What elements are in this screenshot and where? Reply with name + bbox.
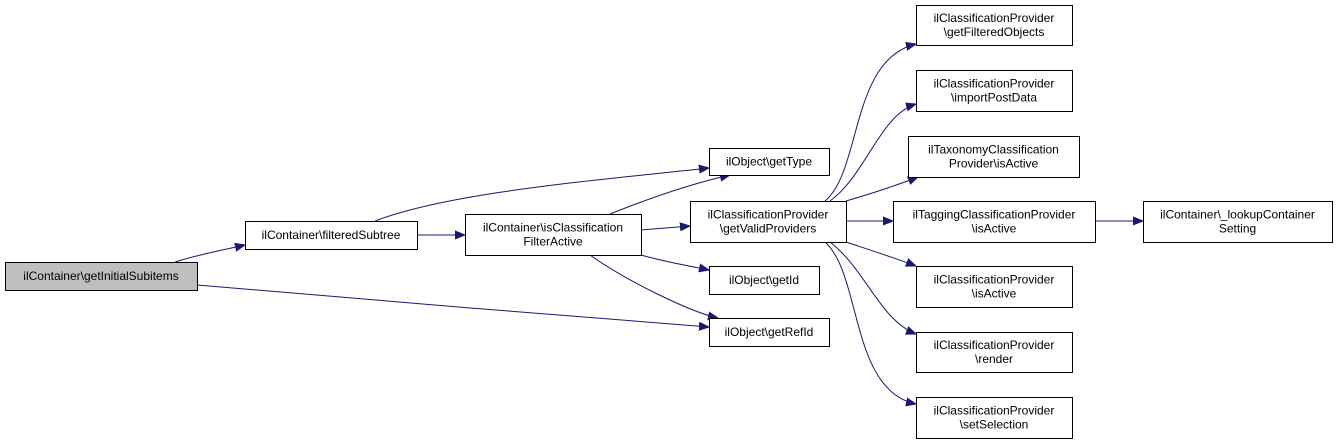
- edge-isclass-to-getid: [640, 254, 709, 270]
- edge-getvalid-to-taxonomy: [845, 177, 918, 202]
- node-label-taxonomy-0: ilTaxonomyClassification: [928, 143, 1059, 157]
- node-label-getvalid-1: \getValidProviders: [720, 222, 817, 236]
- edge-getvalid-to-setsel: [824, 241, 916, 404]
- node-label-getfiltered-1: \getFilteredObjects: [944, 25, 1045, 39]
- edge-root-to-filtered: [174, 245, 245, 263]
- node-box-taxonomy: [908, 136, 1080, 178]
- node-render[interactable]: ilClassificationProvider\render: [916, 332, 1073, 373]
- node-box-gettype: [709, 148, 830, 176]
- node-box-cpactive: [916, 266, 1073, 308]
- node-importpost[interactable]: ilClassificationProvider\importPostData: [916, 70, 1073, 112]
- node-box-tagging: [893, 201, 1096, 243]
- node-tagging[interactable]: ilTaggingClassificationProvider\isActive: [893, 201, 1096, 243]
- node-label-tagging-1: \isActive: [972, 222, 1017, 236]
- edge-getvalid-to-cpactive: [845, 241, 916, 266]
- node-label-isclass-0: ilContainer\isClassification: [483, 221, 623, 235]
- node-box-importpost: [916, 70, 1073, 112]
- node-box-getvalid: [690, 201, 847, 243]
- node-filtered[interactable]: ilContainer\filteredSubtree: [245, 221, 418, 250]
- node-box-getrefid: [709, 318, 830, 347]
- node-label-lookup-0: ilContainer\_lookupContainer: [1160, 208, 1315, 222]
- node-label-render-1: \render: [975, 352, 1013, 366]
- node-gettype[interactable]: ilObject\getType: [709, 148, 830, 176]
- node-box-lookup: [1143, 201, 1333, 243]
- node-label-render-0: ilClassificationProvider: [934, 338, 1055, 352]
- node-getrefid[interactable]: ilObject\getRefId: [709, 318, 830, 347]
- node-label-getid-0: ilObject\getId: [729, 273, 799, 287]
- node-root[interactable]: ilContainer\getInitialSubitems: [5, 262, 198, 291]
- edge-filtered-to-gettype: [374, 168, 709, 222]
- node-label-tagging-0: ilTaggingClassificationProvider: [913, 208, 1076, 222]
- edge-isclass-to-getvalid: [640, 226, 690, 230]
- node-label-getfiltered-0: ilClassificationProvider: [934, 11, 1055, 25]
- node-box-getid: [709, 266, 820, 295]
- nodes: ilContainer\getInitialSubitems ilContaine…: [5, 5, 1333, 439]
- node-getvalid[interactable]: ilClassificationProvider\getValidProvide…: [690, 201, 847, 243]
- edges: [174, 44, 1143, 404]
- node-label-root-0: ilContainer\getInitialSubitems: [23, 269, 178, 283]
- node-getid[interactable]: ilObject\getId: [709, 266, 820, 295]
- node-box-setsel: [916, 397, 1073, 439]
- edge-isclass-to-getrefid: [589, 254, 718, 318]
- node-label-importpost-0: ilClassificationProvider: [934, 77, 1055, 91]
- node-label-getvalid-0: ilClassificationProvider: [708, 208, 829, 222]
- node-label-getrefid-0: ilObject\getRefId: [725, 325, 814, 339]
- node-cpactive[interactable]: ilClassificationProvider\isActive: [916, 266, 1073, 308]
- edge-isclass-to-gettype: [609, 175, 730, 215]
- node-taxonomy[interactable]: ilTaxonomyClassificationProvider\isActiv…: [908, 136, 1080, 178]
- node-label-setsel-1: \setSelection: [960, 418, 1029, 432]
- node-label-cpactive-1: \isActive: [972, 287, 1017, 301]
- node-getfiltered[interactable]: ilClassificationProvider\getFilteredObje…: [916, 5, 1073, 46]
- node-box-render: [916, 332, 1073, 373]
- node-box-root: [5, 262, 198, 291]
- node-setsel[interactable]: ilClassificationProvider\setSelection: [916, 397, 1073, 439]
- node-label-taxonomy-1: Provider\isActive: [949, 157, 1039, 171]
- node-label-importpost-1: \importPostData: [951, 91, 1037, 105]
- edge-getvalid-to-getfiltered: [824, 44, 916, 202]
- edge-getvalid-to-importpost: [829, 104, 916, 202]
- node-label-setsel-0: ilClassificationProvider: [934, 404, 1055, 418]
- edge-root-to-getrefid: [196, 284, 709, 327]
- edge-getvalid-to-render: [829, 241, 916, 334]
- node-box-filtered: [245, 221, 418, 250]
- node-label-cpactive-0: ilClassificationProvider: [934, 273, 1055, 287]
- node-box-isclass: [465, 214, 642, 256]
- node-label-gettype-0: ilObject\getType: [726, 155, 812, 169]
- node-box-getfiltered: [916, 5, 1073, 46]
- node-label-filtered-0: ilContainer\filteredSubtree: [262, 228, 401, 242]
- node-label-isclass-1: FilterActive: [523, 235, 583, 249]
- node-label-lookup-1: Setting: [1219, 222, 1256, 236]
